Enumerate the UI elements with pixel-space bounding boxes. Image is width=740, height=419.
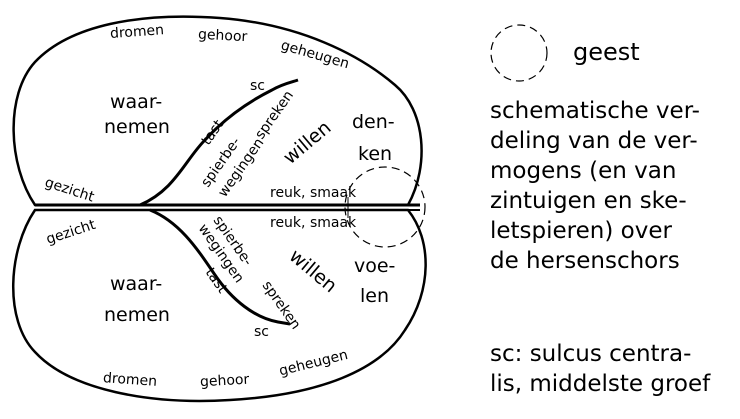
legend-description-line: deling van de ver- xyxy=(490,128,698,154)
top-sc: sc xyxy=(250,78,265,94)
top-waarnemen-1: waar- xyxy=(110,91,162,113)
top-willen: willen xyxy=(279,117,335,169)
bottom-sc: sc xyxy=(254,324,269,340)
top-reuk-smaak: reuk, smaak xyxy=(270,185,357,201)
legend-description-line: letspieren) over xyxy=(490,218,672,244)
bottom-waarnemen-2: nemen xyxy=(104,304,170,326)
bottom-dromen: dromen xyxy=(103,370,158,390)
legend-sc-line: sc: sulcus centra- xyxy=(490,341,692,367)
bottom-reuk-smaak: reuk, smaak xyxy=(270,215,357,231)
sulcus-centralis-bottom xyxy=(149,208,291,326)
top-dromen: dromen xyxy=(110,22,165,42)
top-hemisphere-outline xyxy=(12,15,423,207)
top-gehoor: gehoor xyxy=(198,27,248,46)
top-waarnemen-2: nemen xyxy=(104,116,170,138)
legend-description-line: schematische ver- xyxy=(490,98,700,124)
bottom-willen: willen xyxy=(285,245,341,297)
legend-sc-line: lis, middelste groef xyxy=(490,371,711,397)
bottom-hemisphere-outline xyxy=(12,208,427,403)
legend-sc-note: sc: sulcus centra- lis, middelste groef xyxy=(490,339,710,399)
legend-description-line: de hersenschors xyxy=(490,248,680,274)
geest-circle-legend xyxy=(490,24,548,82)
top-geheugen: geheugen xyxy=(279,37,351,72)
bottom-voelen-1: voe- xyxy=(354,255,395,277)
top-denken-2: ken xyxy=(358,143,392,165)
bottom-geheugen: geheugen xyxy=(277,347,349,380)
sulcus-centralis-top xyxy=(139,78,299,207)
top-gezicht: gezicht xyxy=(43,175,97,206)
legend-geest-label: geest xyxy=(573,38,640,66)
bottom-gehoor: gehoor xyxy=(200,372,250,391)
bottom-gezicht: gezicht xyxy=(44,217,98,248)
bottom-voelen-2: len xyxy=(360,285,389,307)
geest-circle-diagram xyxy=(344,166,426,248)
legend-description-line: mogens (en van xyxy=(490,158,677,184)
legend-description: schematische ver- deling van de ver- mog… xyxy=(490,96,700,276)
bottom-waarnemen-1: waar- xyxy=(110,273,162,295)
top-denken-1: den- xyxy=(352,111,395,133)
legend-description-line: zintuigen en ske- xyxy=(490,188,687,214)
